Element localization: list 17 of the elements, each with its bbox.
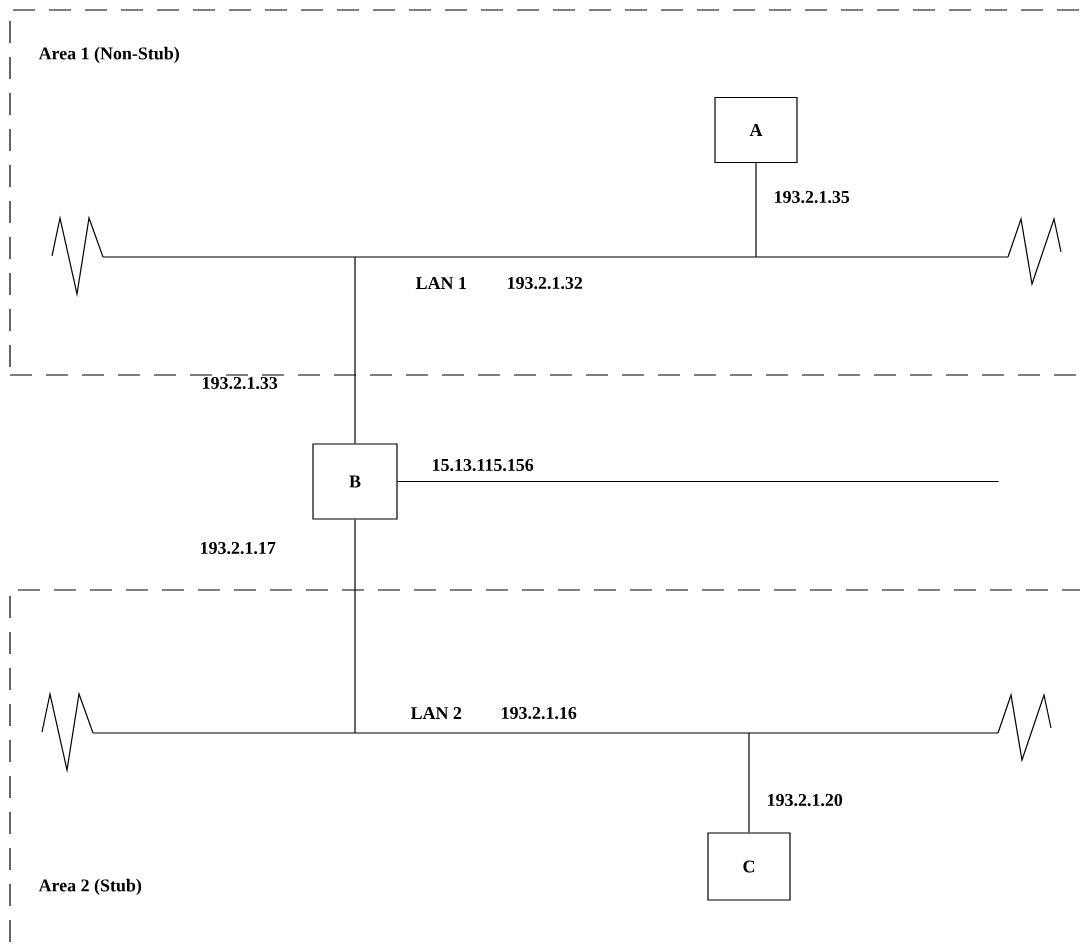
address-label: 193.2.1.20 [768, 793, 843, 807]
router-box: C [707, 832, 791, 901]
address-label: 193.2.1.35 [775, 190, 850, 204]
address-label: 193.2.1.33 [203, 376, 278, 390]
link-line [397, 480, 1000, 483]
link-line [354, 256, 356, 444]
address-label: 193.2.1.17 [201, 541, 276, 555]
lan-label: 193.2.1.16 [502, 706, 577, 720]
router-box: A [714, 96, 798, 164]
link-line [748, 732, 750, 833]
lan-label: LAN 2 [410, 707, 462, 719]
link-line [354, 519, 356, 734]
link-line [755, 162, 757, 258]
router-box: B [312, 443, 398, 520]
lan-label: LAN 1 [415, 277, 466, 289]
lan-label: 193.2.1.32 [508, 276, 583, 290]
address-label: 15.13.115.156 [433, 458, 534, 472]
